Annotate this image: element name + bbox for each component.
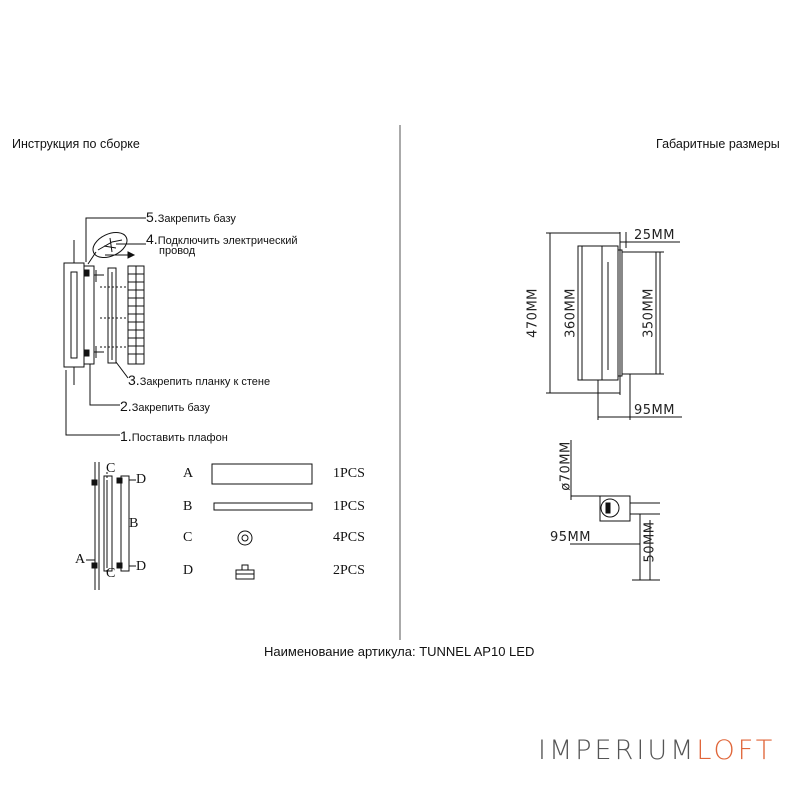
label-d-top: D — [136, 472, 147, 487]
step-1: 1.Поставить плафон — [120, 428, 228, 444]
assembly-drawing — [63, 217, 146, 436]
front-view-drawing — [546, 232, 682, 420]
part-b-qty: 1PCS — [333, 499, 365, 514]
part-a-shape — [211, 463, 313, 485]
label-d-bottom: D — [136, 559, 147, 574]
dim-depth-bottom: 95MM — [634, 403, 675, 418]
part-a-letter: A — [183, 466, 194, 481]
dimensions-header: Габаритные размеры — [656, 137, 780, 151]
part-c-letter: C — [183, 530, 193, 545]
label-a: A — [75, 552, 86, 567]
dim-width-top: 25MM — [634, 228, 675, 243]
dim-depth-side: 95MM — [550, 530, 591, 545]
dim-height-side: 50MM — [642, 521, 658, 563]
part-d-shape — [235, 564, 255, 580]
parts-exploded-drawing — [86, 462, 136, 590]
dim-height-body: 360MM — [563, 288, 579, 338]
dim-height-shade: 350MM — [641, 288, 657, 338]
brand-logo: IMPERIUMLOFT — [538, 735, 776, 766]
step-2: 2.Закрепить базу — [120, 398, 210, 414]
label-c-top: C — [106, 461, 116, 476]
dim-diameter: ø70MM — [558, 441, 574, 491]
step-5: 5.Закрепить базу — [146, 209, 236, 225]
part-c-qty: 4PCS — [333, 530, 365, 545]
part-b-letter: B — [183, 499, 193, 514]
assembly-header: Инструкция по сборке — [12, 137, 140, 151]
part-c-shape — [237, 530, 253, 546]
parts-list-shapes — [211, 463, 313, 580]
step-4: 4.Подключить электрический — [146, 231, 298, 247]
label-c-bottom: C — [106, 566, 116, 581]
dim-height-total: 470MM — [525, 288, 541, 338]
part-d-qty: 2PCS — [333, 563, 365, 578]
step-4-line2: провод — [159, 245, 196, 257]
article-name: Наименование артикула: TUNNEL AP10 LED — [264, 644, 535, 659]
part-d-letter: D — [183, 563, 194, 578]
part-b-shape — [213, 502, 313, 511]
part-a-qty: 1PCS — [333, 466, 365, 481]
side-view-drawing — [570, 440, 660, 581]
step-3: 3.Закрепить планку к стене — [128, 372, 271, 388]
label-b: B — [129, 516, 139, 531]
